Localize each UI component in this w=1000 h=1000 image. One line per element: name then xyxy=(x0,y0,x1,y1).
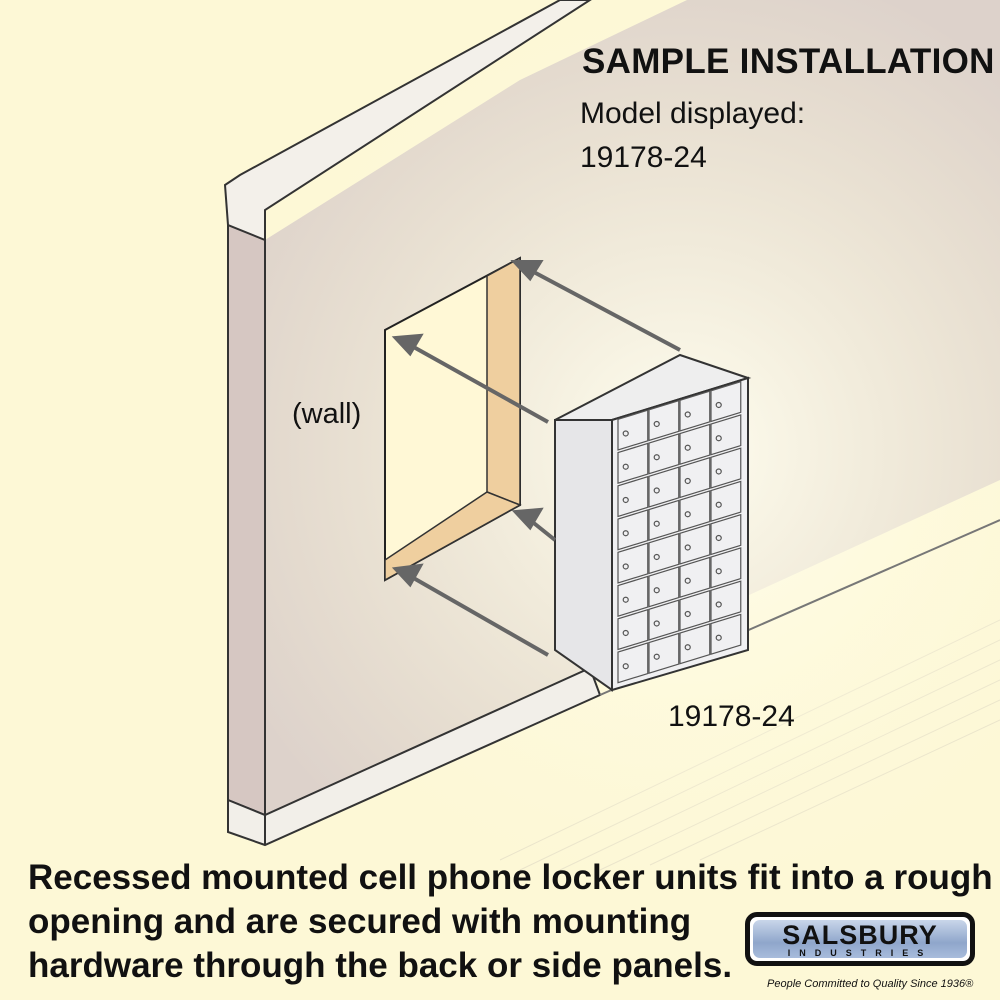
lock-icon xyxy=(684,477,691,485)
locker-door xyxy=(710,580,742,622)
locker-door xyxy=(648,433,680,475)
locker-door xyxy=(617,509,649,551)
locker-door xyxy=(617,608,649,651)
locker-door xyxy=(710,480,742,522)
unit-label: 19178-24 xyxy=(668,700,795,733)
locker-door xyxy=(648,466,680,508)
locker-door xyxy=(617,642,649,684)
lock-icon xyxy=(715,401,722,409)
lock-icon xyxy=(684,610,691,618)
caption-line: Recessed mounted cell phone locker units… xyxy=(28,858,993,897)
locker-door xyxy=(679,490,711,532)
locker-door xyxy=(617,442,649,484)
lock-icon xyxy=(653,487,660,494)
wall-top-cap xyxy=(223,0,592,242)
caption: Recessed mounted cell phone locker units… xyxy=(28,856,993,988)
caption-line: opening and are secured with mounting xyxy=(28,902,692,941)
locker-door xyxy=(648,566,680,608)
logo-tagline: People Committed to Quality Since 1936® xyxy=(767,978,974,990)
opening-side-panel xyxy=(486,256,521,507)
install-arrows xyxy=(391,260,681,657)
page-title: SAMPLE INSTALLATION xyxy=(582,42,995,81)
locker-door xyxy=(679,556,711,598)
lock-icon xyxy=(684,444,691,451)
opening-bottom-panel xyxy=(384,491,522,582)
salsbury-logo: SALSBURY INDUSTRIES xyxy=(745,912,975,966)
lock-icon xyxy=(622,463,629,470)
locker-door xyxy=(648,499,680,541)
lock-icon xyxy=(622,629,629,637)
lock-icon xyxy=(684,511,691,518)
locker-unit xyxy=(554,353,752,692)
lock-icon xyxy=(715,568,722,575)
model-displayed-number: 19178-24 xyxy=(580,141,707,174)
locker-door xyxy=(648,532,680,575)
wall-edge xyxy=(227,197,266,817)
locker-door xyxy=(710,547,742,589)
caption-line: hardware through the back or side panels… xyxy=(28,946,733,985)
lock-icon xyxy=(653,520,660,527)
lock-icon xyxy=(684,544,691,551)
logo-name: SALSBURY xyxy=(782,920,938,950)
locker-door xyxy=(679,623,711,665)
lock-icon xyxy=(622,596,629,603)
locker-door xyxy=(648,599,680,641)
locker-door xyxy=(617,542,649,584)
lock-icon xyxy=(622,430,629,437)
locker-door xyxy=(679,423,711,465)
locker-door xyxy=(648,399,680,442)
wall-label: (wall) xyxy=(292,398,362,430)
lock-icon xyxy=(622,530,629,537)
lock-icon xyxy=(622,496,629,504)
lock-icon xyxy=(653,587,660,594)
locker-door xyxy=(710,447,742,489)
lock-icon xyxy=(622,563,629,570)
locker-door xyxy=(679,390,711,432)
lock-icon xyxy=(653,620,660,627)
logo-sub: INDUSTRIES xyxy=(787,948,933,958)
locker-door xyxy=(679,589,711,632)
model-displayed: Model displayed: 19178-24 xyxy=(580,92,805,180)
locker-door xyxy=(617,575,649,617)
lock-icon xyxy=(653,553,660,561)
model-displayed-label: Model displayed: xyxy=(580,97,806,130)
lock-icon xyxy=(715,534,722,542)
lock-icon xyxy=(653,653,660,660)
lock-icon xyxy=(684,411,691,418)
locker-door xyxy=(679,456,711,499)
locker-door xyxy=(710,613,742,655)
locker-door xyxy=(617,409,649,451)
lock-icon xyxy=(622,663,629,670)
locker-door xyxy=(710,414,742,456)
lock-icon xyxy=(715,435,722,442)
lock-icon xyxy=(715,634,722,641)
locker-door xyxy=(617,475,649,518)
lock-icon xyxy=(684,577,691,584)
lock-icon xyxy=(684,644,691,651)
locker-door xyxy=(710,513,742,556)
lock-icon xyxy=(653,454,660,461)
lock-icon xyxy=(653,420,660,428)
locker-door xyxy=(679,523,711,565)
lock-icon xyxy=(715,601,722,608)
lock-icon xyxy=(715,468,722,475)
locker-door xyxy=(648,632,680,674)
lock-icon xyxy=(715,501,722,508)
locker-door xyxy=(710,380,742,423)
